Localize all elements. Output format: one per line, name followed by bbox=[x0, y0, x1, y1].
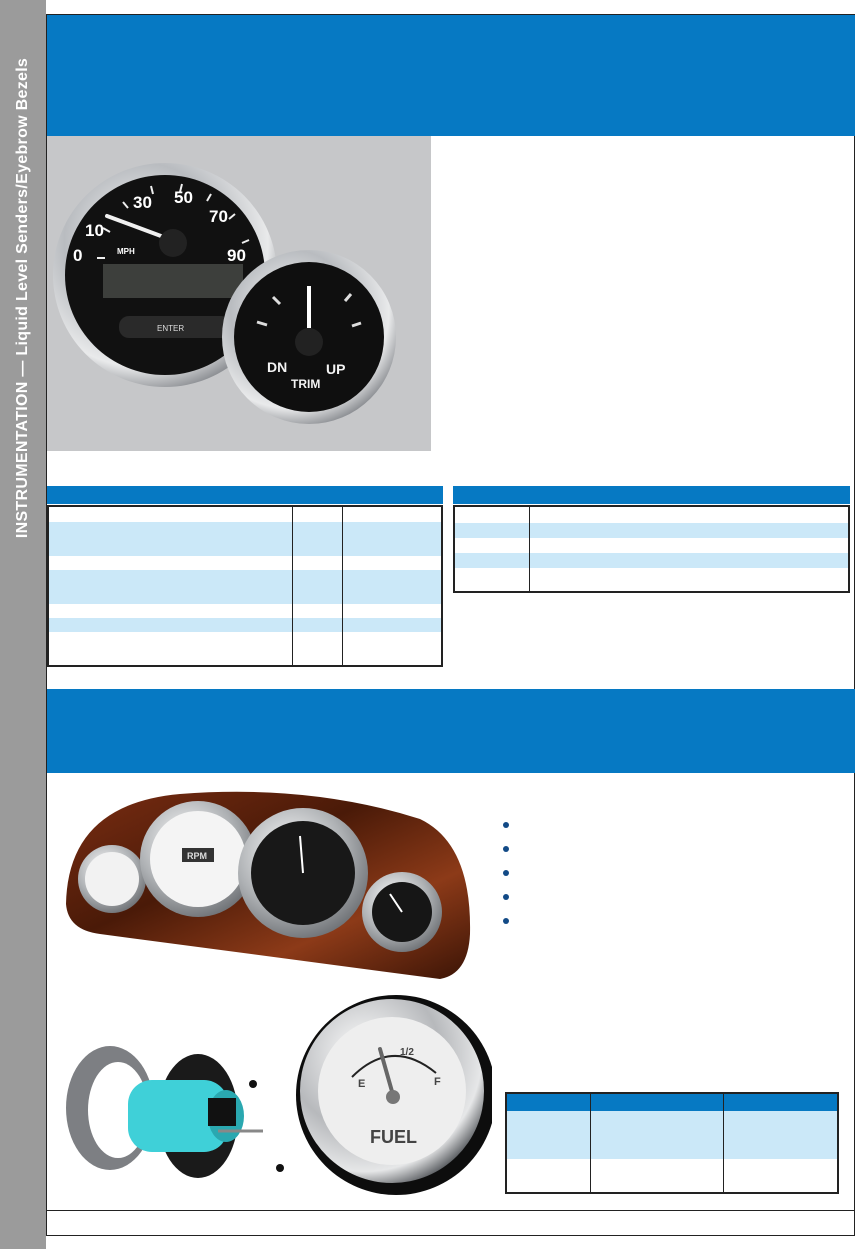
table-row bbox=[48, 632, 442, 666]
table-row bbox=[454, 568, 849, 592]
bezel-spec-table bbox=[505, 1092, 839, 1194]
fuel-label: FUEL bbox=[370, 1127, 417, 1147]
bullet-dot-icon bbox=[500, 888, 510, 912]
feature-bullet-list bbox=[500, 816, 510, 936]
trim-down-label: DN bbox=[267, 359, 287, 375]
section-2-header-band bbox=[47, 689, 855, 773]
table-row bbox=[454, 506, 849, 523]
table-row bbox=[48, 506, 442, 522]
bullet-dot-icon bbox=[500, 864, 510, 888]
table-row bbox=[454, 553, 849, 568]
fuel-empty-mark: E bbox=[358, 1078, 365, 1090]
fuel-half-mark: 1/2 bbox=[400, 1047, 414, 1058]
trim-up-label: UP bbox=[326, 361, 345, 377]
tick-0: 0 bbox=[73, 246, 82, 265]
right-table-heading-bar bbox=[453, 486, 850, 504]
gauge-photo-speedometer-trim: 0 10 30 50 70 90 MPH ENTER DN UP TRIM bbox=[47, 136, 431, 451]
tick-70: 70 bbox=[209, 207, 228, 226]
trim-name-label: TRIM bbox=[291, 377, 320, 391]
bullet-dot-icon bbox=[500, 816, 510, 840]
speedometer-unit: MPH bbox=[117, 247, 135, 256]
tick-10: 10 bbox=[85, 221, 104, 240]
table-row bbox=[48, 556, 442, 570]
table-row bbox=[48, 604, 442, 618]
left-table-heading-bar bbox=[47, 486, 443, 504]
table-row bbox=[48, 522, 442, 556]
eyebrow-bezel-dashboard-photo: RPM bbox=[60, 784, 485, 989]
section-1-header-band bbox=[47, 15, 855, 136]
speedometer-tick-labels: 0 10 30 50 70 90 bbox=[73, 188, 246, 265]
bullet-dot-icon bbox=[500, 840, 510, 864]
table-row bbox=[48, 570, 442, 604]
fuel-gauge-photo: E 1/2 F FUEL bbox=[296, 985, 492, 1197]
footer-divider bbox=[47, 1210, 855, 1211]
enter-label: ENTER bbox=[157, 324, 184, 333]
rpm-label: RPM bbox=[187, 851, 207, 861]
sidebar-title: INSTRUMENTATION — Liquid Level Senders/E… bbox=[14, 57, 31, 539]
table-header-row bbox=[506, 1093, 838, 1111]
sidebar: INSTRUMENTATION — Liquid Level Senders/E… bbox=[0, 0, 46, 1249]
tick-30: 30 bbox=[133, 193, 152, 212]
table-row bbox=[48, 618, 442, 632]
table-row bbox=[454, 523, 849, 538]
table-row bbox=[454, 538, 849, 553]
left-spec-table bbox=[47, 505, 443, 667]
right-spec-table bbox=[453, 505, 850, 593]
tick-90: 90 bbox=[227, 246, 246, 265]
fuel-full-mark: F bbox=[434, 1076, 441, 1088]
bezel-exploded-view-photo bbox=[58, 1028, 293, 1188]
table-row bbox=[506, 1159, 838, 1193]
page-frame bbox=[46, 14, 855, 1236]
tick-50: 50 bbox=[174, 188, 193, 207]
table-row bbox=[506, 1111, 838, 1159]
bullet-dot-icon bbox=[500, 912, 510, 936]
